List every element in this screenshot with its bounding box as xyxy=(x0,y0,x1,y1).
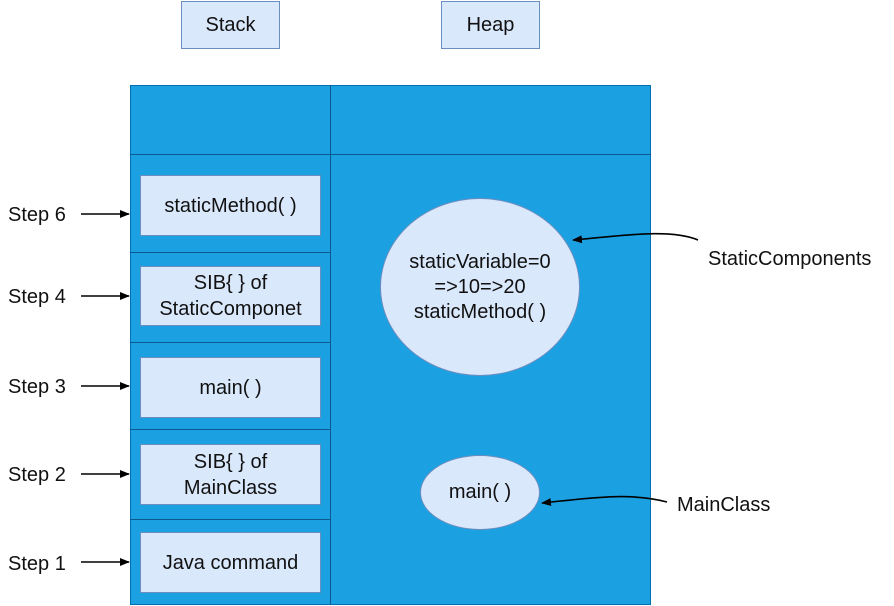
stack-frame-main: main( ) xyxy=(140,357,321,418)
stack-frame-text: MainClass xyxy=(183,476,278,499)
step-label-1: Step 1 xyxy=(8,553,66,575)
step-label-6: Step 6 xyxy=(8,204,66,226)
stack-frame-text: SIB{ } of xyxy=(193,450,268,473)
main-class-label: MainClass xyxy=(677,494,771,516)
stack-frame-text: staticMethod( ) xyxy=(164,194,297,217)
stack-frame-sib-main: SIB{ } of MainClass xyxy=(140,444,321,505)
heap-header: Heap xyxy=(441,1,540,49)
memory-container xyxy=(130,85,651,605)
stack-frame-java-command: Java command xyxy=(140,532,321,593)
heap-object-text: staticMethod( ) xyxy=(413,300,547,323)
heap-object-text: main( ) xyxy=(448,481,512,503)
stack-divider-3 xyxy=(130,429,330,430)
stack-divider-4 xyxy=(130,519,330,520)
static-components-label: StaticComponents xyxy=(708,248,872,270)
step-label-4: Step 4 xyxy=(8,286,66,308)
stack-frame-static-method: staticMethod( ) xyxy=(140,175,321,236)
stack-divider-2 xyxy=(130,342,330,343)
stack-frame-text: Java command xyxy=(162,551,299,574)
main-class-object: main( ) xyxy=(420,455,540,530)
static-components-arrow xyxy=(572,232,699,244)
stack-frame-sib-static: SIB{ } of StaticComponet xyxy=(140,266,321,326)
stack-heap-divider xyxy=(330,85,331,605)
heap-object-text: staticVariable=0 xyxy=(409,250,551,273)
heap-object-text: =>10=>20 xyxy=(434,275,526,298)
top-row-divider xyxy=(130,154,651,155)
static-components-object: staticVariable=0 =>10=>20 staticMethod( … xyxy=(380,198,580,376)
step-label-3: Step 3 xyxy=(8,376,66,398)
stack-frame-text: SIB{ } of xyxy=(193,272,268,294)
main-class-arrow xyxy=(541,495,668,507)
stack-header: Stack xyxy=(181,1,280,49)
step-label-2: Step 2 xyxy=(8,464,66,486)
stack-frame-text: main( ) xyxy=(199,376,262,399)
stack-divider-1 xyxy=(130,252,330,253)
stack-frame-text: StaticComponet xyxy=(159,298,302,320)
